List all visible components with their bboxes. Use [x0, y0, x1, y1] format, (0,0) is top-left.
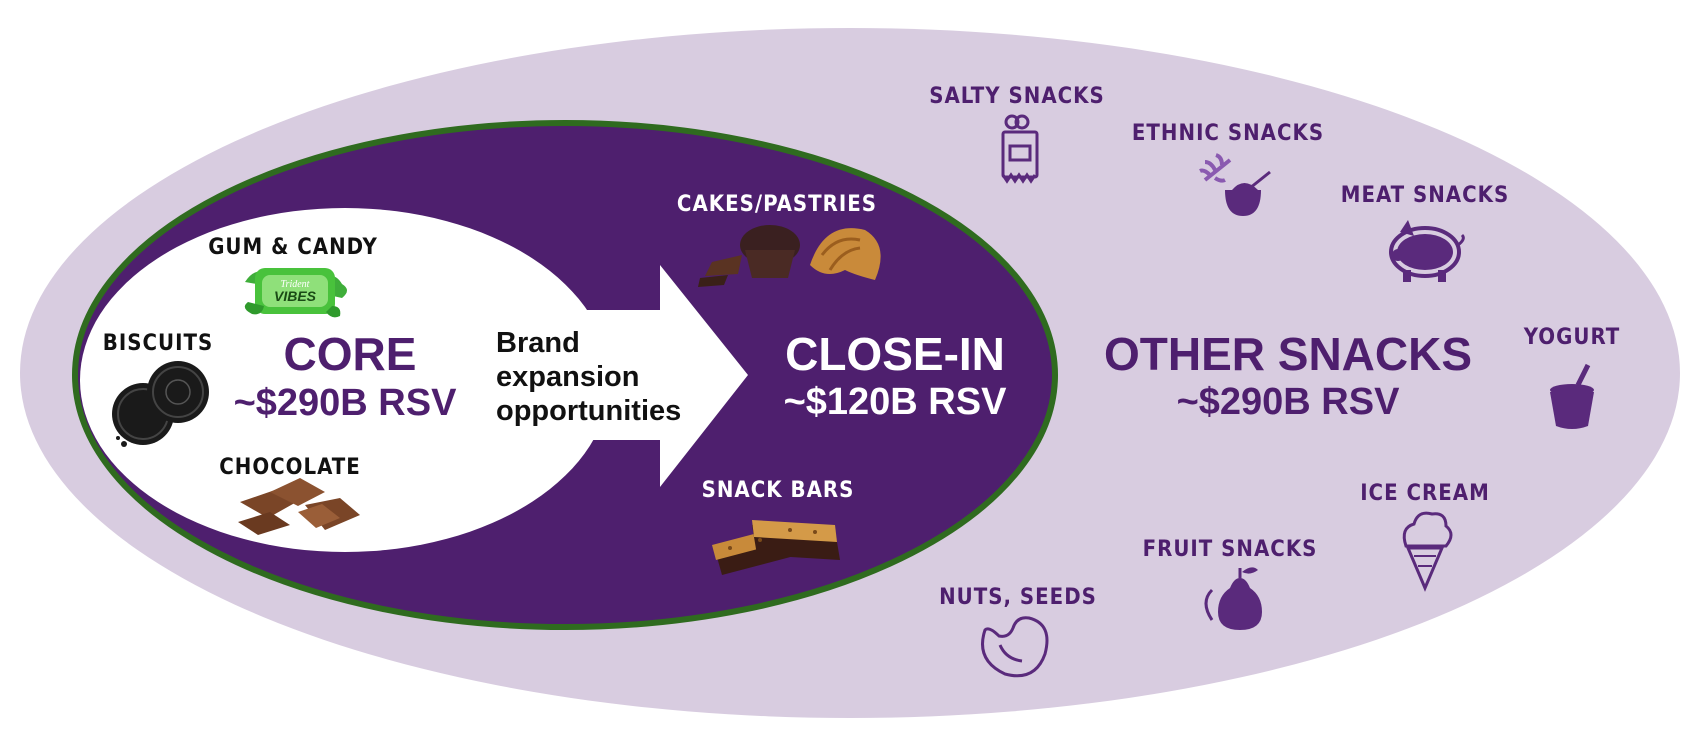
other-snacks-value: ~$290B RSV: [1177, 381, 1401, 423]
close-in-title: CLOSE-IN: [785, 328, 1005, 380]
arrow-text-line1: Brand: [496, 327, 580, 359]
nuts-seeds-bean-icon: [981, 616, 1049, 678]
core-ellipse: [80, 208, 610, 552]
yogurt-cup-icon: [1550, 363, 1594, 429]
meat-snacks-pig-icon: [1389, 220, 1465, 282]
category-nuts-seeds: NUTS, SEEDS: [939, 585, 1097, 610]
core-value: ~$290B RSV: [234, 382, 458, 424]
category-chocolate: CHOCOLATE: [219, 455, 361, 480]
fruit-snacks-pear-icon: [1204, 567, 1262, 630]
gum-pack-brand: Trident: [281, 279, 310, 290]
snack-bars-image: [712, 520, 840, 575]
chocolate-image: [238, 478, 360, 535]
category-salty-snacks: SALTY SNACKS: [929, 84, 1105, 109]
ethnic-snacks-bowl-icon: [1199, 153, 1271, 216]
gum-pack-image: Trident VIBES: [244, 268, 347, 318]
category-gum-candy: GUM & CANDY: [208, 235, 378, 260]
category-ethnic-snacks: ETHNIC SNACKS: [1132, 121, 1324, 146]
expansion-arrow: [485, 265, 748, 487]
cakes-pastries-image: [698, 225, 881, 287]
other-snacks-title: OTHER SNACKS: [1104, 328, 1472, 380]
category-meat-snacks: MEAT SNACKS: [1341, 183, 1509, 208]
category-biscuits: BISCUITS: [103, 331, 213, 356]
gum-pack-name: VIBES: [274, 288, 317, 304]
category-fruit-snacks: FRUIT SNACKS: [1143, 537, 1318, 562]
category-ice-cream: ICE CREAM: [1360, 481, 1490, 506]
category-snack-bars: SNACK BARS: [702, 478, 855, 503]
ice-cream-cone-icon: [1402, 511, 1453, 592]
close-in-value: ~$120B RSV: [784, 381, 1008, 423]
biscuits-image: [112, 361, 209, 447]
arrow-text-line3: opportunities: [496, 395, 681, 427]
salty-snack-bag-icon: [1001, 114, 1039, 184]
arrow-text-line2: expansion: [496, 361, 639, 393]
category-cakes-pastries: CAKES/PASTRIES: [677, 192, 877, 217]
core-title: CORE: [284, 328, 417, 380]
category-yogurt: YOGURT: [1523, 325, 1620, 350]
